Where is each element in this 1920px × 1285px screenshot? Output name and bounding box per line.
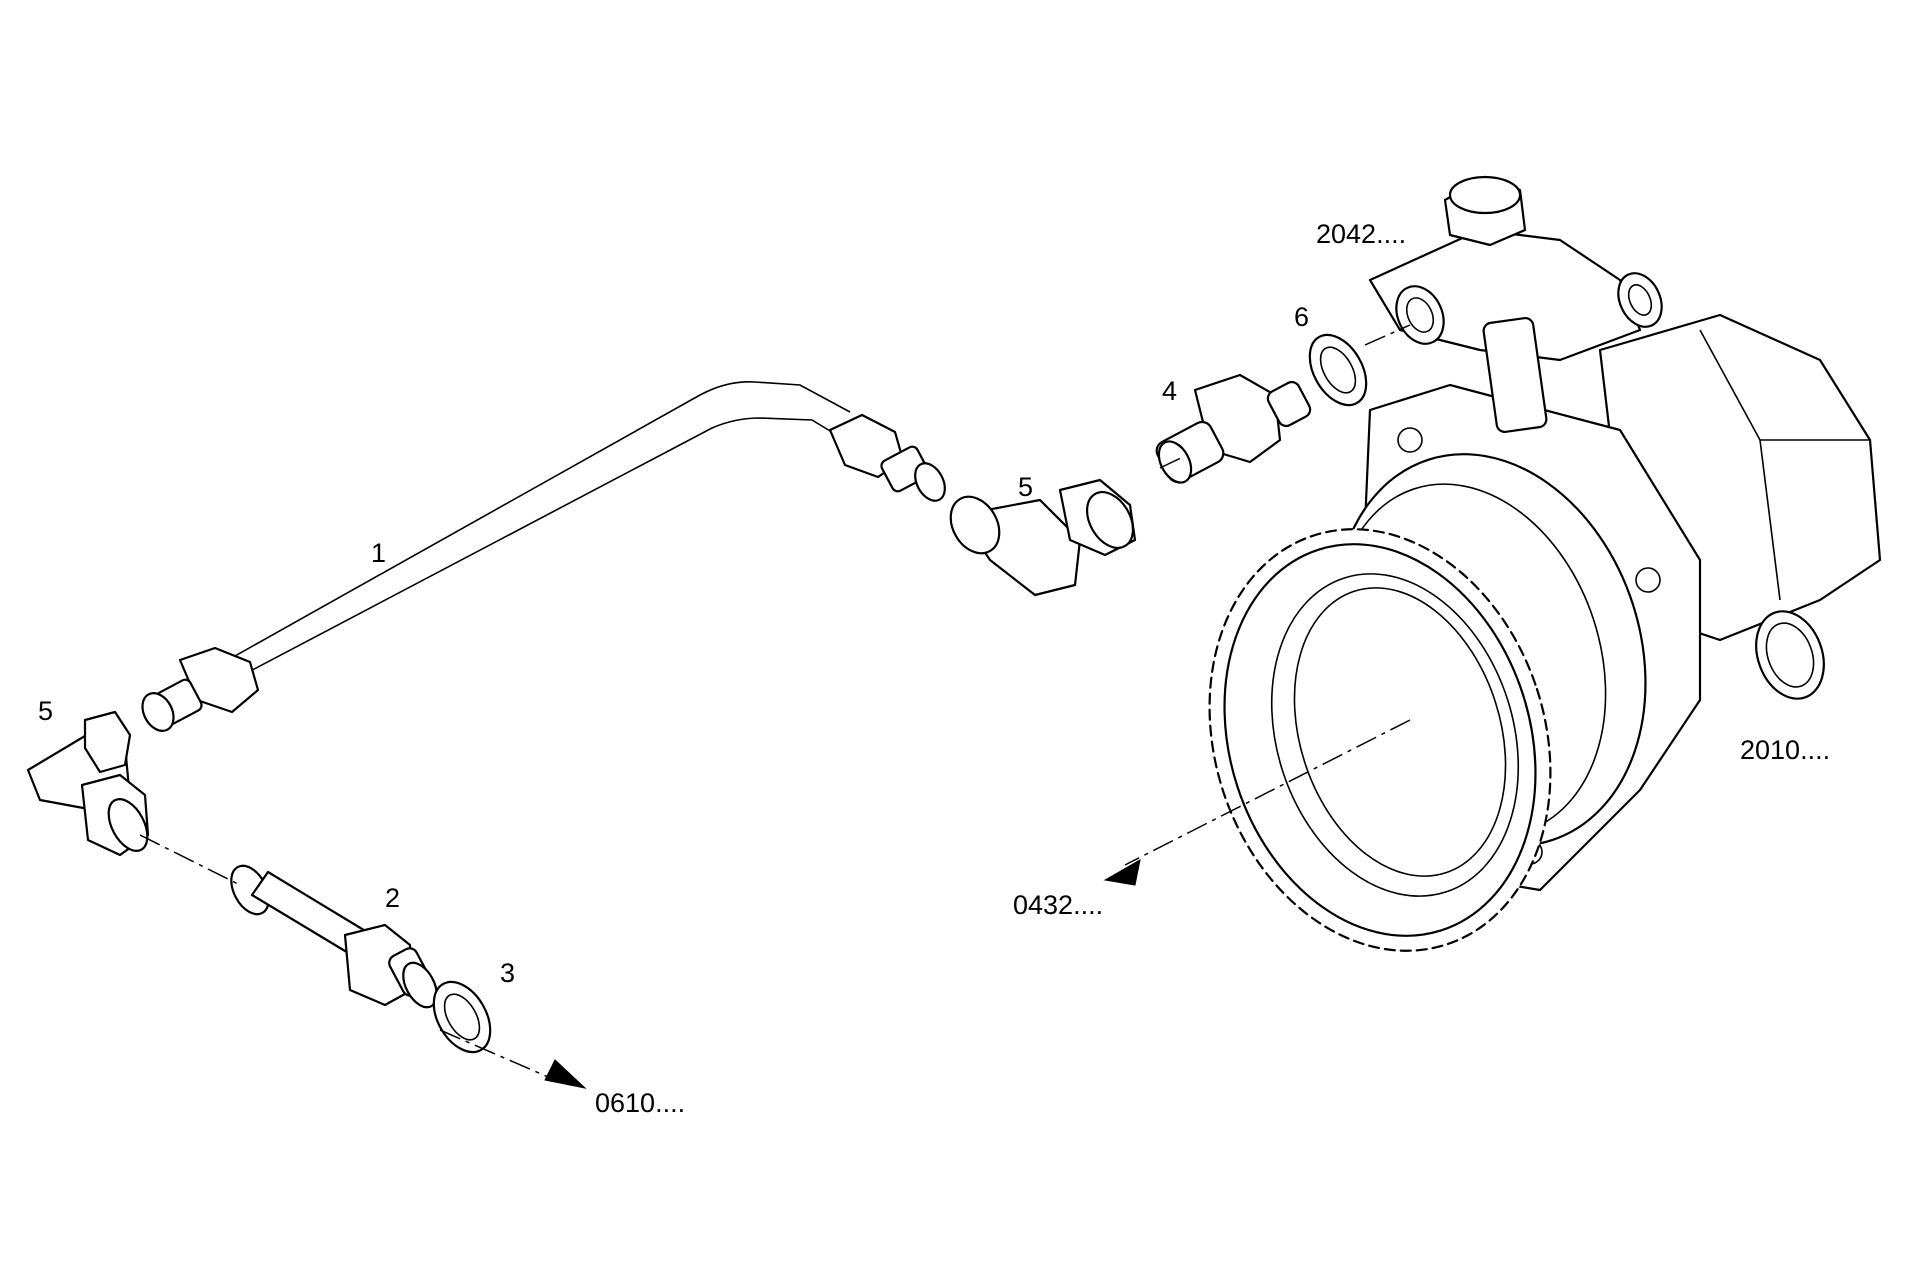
callout-part-3: 3: [500, 958, 516, 988]
filter-part-2: [230, 864, 438, 1009]
callout-part-5-upper: 5: [1018, 472, 1034, 502]
washer-upper-part-6: [1308, 333, 1368, 407]
callout-part-4: 4: [1162, 376, 1178, 406]
reference-2042: 2042....: [1316, 219, 1407, 249]
washer-lower-part-3: [432, 980, 492, 1054]
elbow-fitting-lower-part-5: [26, 710, 150, 857]
arrow-to-0432: [1103, 859, 1141, 886]
reference-2010: 2010....: [1740, 735, 1831, 765]
reference-0610: 0610....: [595, 1088, 686, 1118]
callout-part-2: 2: [385, 883, 401, 913]
valve-block: [1368, 175, 1663, 434]
pipe-part-1: [141, 380, 946, 732]
callout-part-5-lower: 5: [38, 696, 54, 726]
callout-part-6: 6: [1294, 302, 1310, 332]
arrow-to-0610: [544, 1059, 587, 1089]
assembly-lines: [139, 324, 1411, 1081]
gear-ring: [1208, 528, 1552, 952]
callout-part-1: 1: [371, 538, 387, 568]
elbow-fitting-upper-part-5: [949, 478, 1137, 597]
reference-0432: 0432....: [1013, 890, 1104, 920]
arrows: [544, 859, 1141, 1089]
pump-assembly: [1208, 175, 1882, 952]
